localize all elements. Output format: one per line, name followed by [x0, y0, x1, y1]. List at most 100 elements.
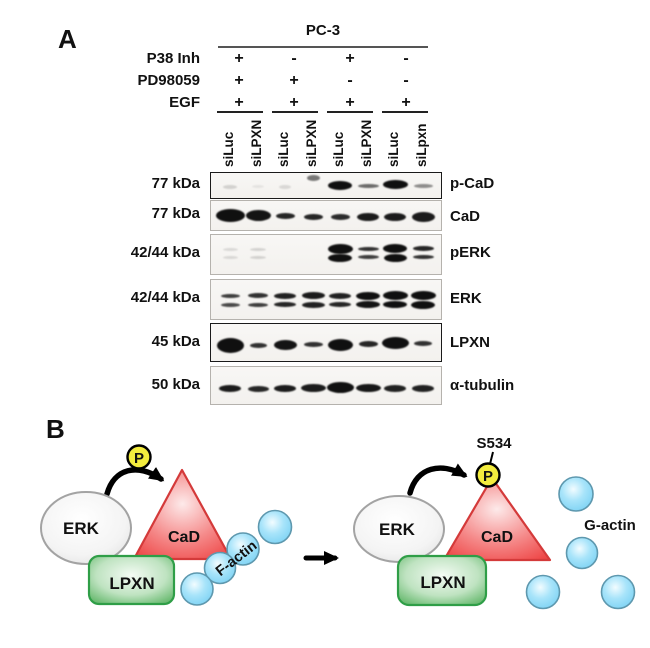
blot-band [274, 385, 296, 392]
factin-monomer [180, 572, 214, 606]
blot-band [357, 246, 379, 251]
blot-band [273, 339, 297, 350]
blot-band [274, 292, 296, 299]
erk-label: ERK [63, 519, 100, 538]
lane-group-line [327, 111, 373, 113]
blot-band [274, 302, 296, 307]
blot-band [356, 291, 380, 300]
condition-mark: - [403, 50, 409, 67]
blot-band [300, 383, 326, 392]
blot-band [279, 184, 291, 189]
condition-label-p38inh: P38 Inh [146, 50, 200, 67]
gactin-monomer [600, 574, 636, 610]
blot-band [247, 385, 269, 392]
blot-cad [210, 200, 442, 231]
condition-mark: - [403, 72, 409, 89]
phospho-label: P [483, 468, 493, 485]
blot-band [412, 254, 434, 259]
gactin-label: G-actin [584, 517, 636, 534]
blot-band [383, 253, 407, 262]
blot-band [215, 209, 245, 222]
phospho-circle [126, 444, 152, 470]
blot-band [412, 385, 434, 392]
condition-mark: - [291, 50, 297, 67]
blot-erk [210, 279, 442, 320]
cell-line-title: PC-3 [305, 22, 341, 39]
cad-triangle [132, 468, 233, 561]
blot-band [384, 385, 406, 392]
condition-mark: + [234, 50, 244, 67]
erk-ellipse [40, 491, 132, 565]
lane-label: siLpxn [414, 123, 429, 167]
blot-band [220, 293, 240, 298]
phosphorylation-arrow [407, 463, 468, 496]
blot-band [303, 342, 323, 347]
lane-group-line [382, 111, 428, 113]
lane-group-line [217, 111, 263, 113]
erk-label: ERK [379, 520, 416, 539]
blot-pcad [210, 172, 442, 199]
blot-tubulin [210, 366, 442, 405]
protein-label-pcad: p-CaD [450, 175, 495, 192]
blot-band [223, 184, 237, 189]
blot-band [414, 341, 432, 346]
mw-label: 42/44 kDa [130, 244, 200, 261]
condition-mark: + [289, 72, 299, 89]
blot-perk [210, 234, 442, 275]
blot-band [413, 183, 433, 188]
model-left: F-actin P ERK CaD LPXN [40, 444, 293, 606]
mw-label: 42/44 kDa [130, 289, 200, 306]
blot-band [383, 244, 407, 253]
factin-monomer [203, 551, 237, 585]
phospho-site-label: S534 [476, 435, 512, 452]
blot-band [381, 336, 409, 349]
condition-label-egf: EGF [169, 94, 200, 111]
model-right: P S534 G-actin ERK CaD LPXN [353, 435, 636, 610]
blot-band [357, 212, 379, 221]
blot-band [250, 256, 266, 259]
lane-label: siLPXN [249, 119, 264, 167]
blot-band [326, 382, 354, 393]
mw-label: 77 kDa [151, 205, 200, 222]
blot-band [384, 212, 406, 221]
blot-band [222, 256, 238, 259]
cad-label: CaD [481, 529, 513, 546]
blot-band [355, 383, 381, 392]
mw-label: 50 kDa [151, 376, 200, 393]
condition-mark: + [345, 94, 355, 111]
blot-band [357, 183, 379, 188]
factin-monomer [257, 509, 293, 545]
blot-band [303, 213, 323, 220]
panel-b-label: B [46, 414, 65, 444]
phospho-site-pointer [489, 451, 494, 465]
blot-band [306, 174, 320, 181]
condition-mark: + [234, 94, 244, 111]
gactin-monomer [565, 536, 599, 570]
blot-band [216, 338, 244, 353]
lane-label: siLuc [276, 131, 291, 167]
blot-band [301, 301, 325, 308]
lpxn-label: LPXN [109, 574, 154, 593]
blot-band [327, 243, 353, 254]
blot-band [327, 338, 353, 351]
model-diagram: F-actin P ERK CaD LPXN P S534 G-actin ER… [40, 435, 636, 610]
phospho-circle [475, 462, 501, 488]
blot-band [250, 248, 266, 251]
mw-label: 77 kDa [151, 175, 200, 192]
lane-label: siLuc [221, 131, 236, 167]
mw-label: 45 kDa [151, 333, 200, 350]
lane-label: siLPXN [304, 119, 319, 167]
condition-mark: + [234, 72, 244, 89]
blot-band [248, 293, 268, 298]
condition-mark: + [401, 94, 411, 111]
condition-mark: + [345, 50, 355, 67]
gactin-monomer [558, 476, 594, 512]
cad-triangle [442, 476, 552, 562]
blot-band [248, 302, 268, 307]
blot-band [245, 210, 271, 221]
blot-band [275, 212, 295, 219]
condition-label-pd98059: PD98059 [137, 72, 200, 89]
blot-band [412, 246, 434, 251]
blot-band [356, 301, 380, 308]
